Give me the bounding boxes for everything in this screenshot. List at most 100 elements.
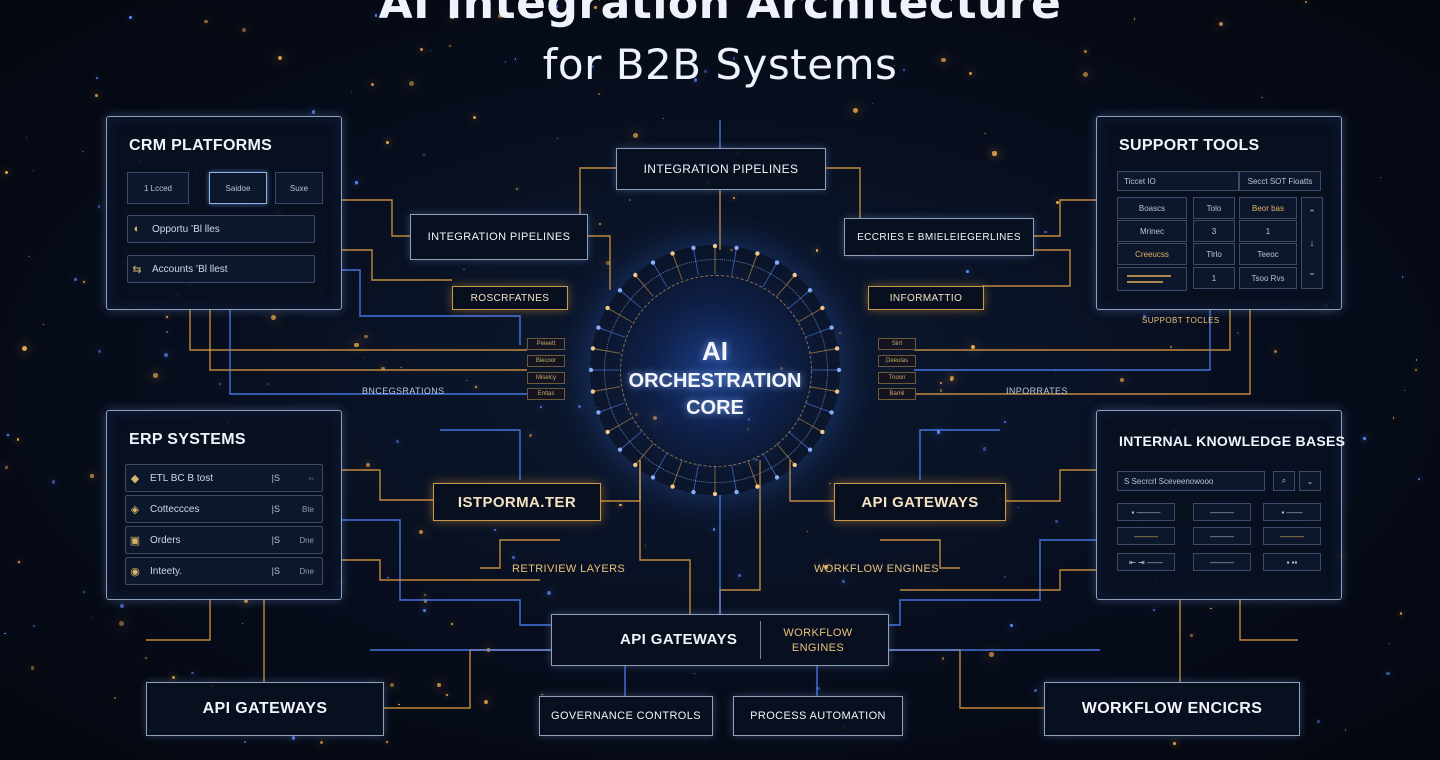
- kb-grid-icon[interactable]: ▪ ▪▪: [1263, 553, 1321, 571]
- support-grid-cell-2[interactable]: Beor bas: [1239, 197, 1297, 219]
- star-dot: [703, 70, 707, 73]
- support-item-2[interactable]: Mrinec: [1117, 220, 1187, 242]
- erp-row-etl-tag: |S: [271, 473, 280, 483]
- star-dot: [815, 249, 819, 253]
- star-dot: [547, 591, 551, 595]
- process-automation-box[interactable]: PROCESS AUTOMATION: [733, 696, 903, 736]
- star-dot: [838, 331, 842, 335]
- connection-wire: [914, 308, 1251, 395]
- kb-dropdown-icon[interactable]: ⌄: [1299, 471, 1321, 491]
- integration-pipelines-left-box[interactable]: INTEGRATION PIPELINES: [410, 214, 588, 260]
- kb-item-3[interactable]: ▪ ——: [1263, 503, 1321, 521]
- integration-pipelines-top-box[interactable]: INTEGRATION PIPELINES: [616, 148, 826, 190]
- kb-item-1[interactable]: ▪ ———: [1117, 503, 1175, 521]
- support-grid-cell-6[interactable]: Teeoc: [1239, 243, 1297, 265]
- star-dot: [540, 406, 543, 409]
- erp-row-orders[interactable]: ▣ Orders |S Dne: [125, 526, 323, 554]
- crm-row-opportunities[interactable]: ◐ Opportu ’Bl lles: [127, 215, 315, 243]
- erp-row-inventory[interactable]: ◉ Inteety. |S Dne: [125, 557, 323, 585]
- star-dot: [965, 270, 969, 274]
- crm-cell-lead[interactable]: 1 Lcced: [127, 172, 189, 204]
- knowledge-bases-panel[interactable]: INTERNAL KNOWLEDGE BASES S Secrcrl Sceve…: [1096, 410, 1345, 600]
- support-select-field[interactable]: Secct SOT Fioatts: [1239, 171, 1321, 191]
- star-dot: [153, 373, 158, 378]
- scroll-arrow-icon: ↓: [1309, 237, 1315, 248]
- erp-systems-panel[interactable]: ERP SYSTEMS ◆ ETL BC B tost |S ◦◦ ◈ Cott…: [106, 410, 342, 600]
- star-dot: [816, 687, 820, 691]
- star-dot: [463, 268, 465, 270]
- support-grid-cell-5[interactable]: Tlrlo: [1193, 243, 1235, 265]
- crm-cell-suxe[interactable]: Suxe: [275, 172, 323, 204]
- star-dot: [191, 671, 194, 675]
- kb-item-4[interactable]: ———: [1117, 527, 1175, 545]
- support-item-1[interactable]: Boascs: [1117, 197, 1187, 219]
- istpormater-box[interactable]: ISTPORMA.TER: [433, 483, 601, 521]
- support-ticket-field[interactable]: Ticcet IO: [1117, 171, 1239, 191]
- kb-item-2[interactable]: ———: [1193, 503, 1251, 521]
- support-scrollbar[interactable]: ⌃ ↓ ⌄: [1301, 197, 1323, 289]
- connection-wire: [887, 539, 1096, 626]
- star-dot: [629, 198, 632, 201]
- support-tools-title: SUPPORT TOOLS: [1119, 137, 1260, 154]
- star-dot: [4, 632, 6, 635]
- star-dot: [1404, 389, 1406, 391]
- api-workflow-combined-box[interactable]: API GATEWAYS WORKFLOW ENGINES: [551, 614, 889, 666]
- api-gateways-mid-box[interactable]: API GATEWAYS: [834, 483, 1006, 521]
- governance-controls-box[interactable]: GOVERNANCE CONTROLS: [539, 696, 713, 736]
- scroll-down-icon[interactable]: ⌄: [1308, 267, 1316, 278]
- scroll-up-icon[interactable]: ⌃: [1308, 207, 1316, 218]
- connection-wire: [340, 559, 540, 581]
- support-grid-cell-3[interactable]: 3: [1193, 220, 1235, 242]
- kb-search-icon[interactable]: ⌕: [1273, 471, 1295, 491]
- kb-item-6[interactable]: ———: [1263, 527, 1321, 545]
- star-dot: [694, 673, 696, 675]
- crm-row-accounts-label: Accounts ’Bl llest: [152, 263, 228, 275]
- support-grid-cell-1[interactable]: Tolo: [1193, 197, 1235, 219]
- erp-row-inventory-tag2: Dne: [299, 566, 314, 576]
- support-item-3[interactable]: Creeucss: [1117, 243, 1187, 265]
- pipelines-right-box[interactable]: ECCRIES E BMIELEIEGERLINES: [844, 218, 1034, 256]
- star-dot: [33, 625, 36, 628]
- star-dot: [733, 197, 736, 200]
- star-dot: [969, 71, 973, 75]
- kb-item-5[interactable]: ———: [1193, 527, 1251, 545]
- kb-nav-arrows[interactable]: ⇤ ⇥ ——: [1117, 553, 1175, 571]
- star-dot: [494, 529, 497, 531]
- star-dot: [1054, 519, 1058, 524]
- api-gateways-left-box[interactable]: API GATEWAYS: [146, 682, 384, 736]
- erp-row-etl[interactable]: ◆ ETL BC B tost |S ◦◦: [125, 464, 323, 492]
- star-dot: [511, 556, 515, 560]
- star-dot: [74, 277, 78, 281]
- erp-row-contacts[interactable]: ◈ Cotteccces |S Bte: [125, 495, 323, 523]
- support-grid-cell-8[interactable]: Tsoo Rvs: [1239, 267, 1297, 289]
- connection-wire: [382, 649, 551, 709]
- support-tools-panel[interactable]: SUPPORT TOOLS Ticcet IO Secct SOT Fioatt…: [1096, 116, 1342, 310]
- workflow-engines-inner-label: WORKFLOW ENGINES: [783, 627, 853, 654]
- star-dot: [590, 64, 594, 69]
- erp-row-etl-label: ETL BC B tost: [150, 472, 213, 484]
- erp-row-inventory-label: Inteety.: [150, 565, 183, 577]
- star-dot: [312, 110, 316, 114]
- support-grid-cell-4[interactable]: 1: [1239, 220, 1297, 242]
- star-dot: [983, 447, 987, 451]
- crm-row-accounts[interactable]: ⇆ Accounts ’Bl llest: [127, 255, 315, 283]
- star-dot: [807, 530, 809, 532]
- kb-item-7[interactable]: ———: [1193, 553, 1251, 571]
- star-dot: [1414, 369, 1417, 371]
- star-dot: [1034, 688, 1038, 692]
- workflow-engines-label: WORKFLOW ENGINES: [814, 563, 939, 575]
- star-dot: [473, 115, 477, 119]
- star-dot: [949, 378, 953, 382]
- crm-cell-selected[interactable]: Saidoe: [209, 172, 267, 204]
- crm-platforms-panel[interactable]: CRM PLATFORMS 1 Lcced Saidoe Suxe ◐ Oppo…: [106, 116, 342, 310]
- mini-left-4: Enttas: [527, 388, 565, 400]
- workflow-engines-right-box[interactable]: WORKFLOW ENCICRS: [1044, 682, 1300, 736]
- star-dot: [1392, 417, 1395, 419]
- erp-row-contacts-label: Cotteccces: [150, 503, 200, 515]
- connection-wire: [900, 569, 1096, 591]
- star-dot: [449, 45, 451, 48]
- star-dot: [243, 741, 246, 743]
- support-grid-cell-7[interactable]: 1: [1193, 267, 1235, 289]
- star-dot: [824, 565, 828, 569]
- kb-search-input[interactable]: S Secrcrl Sceveenowooo: [1117, 471, 1265, 491]
